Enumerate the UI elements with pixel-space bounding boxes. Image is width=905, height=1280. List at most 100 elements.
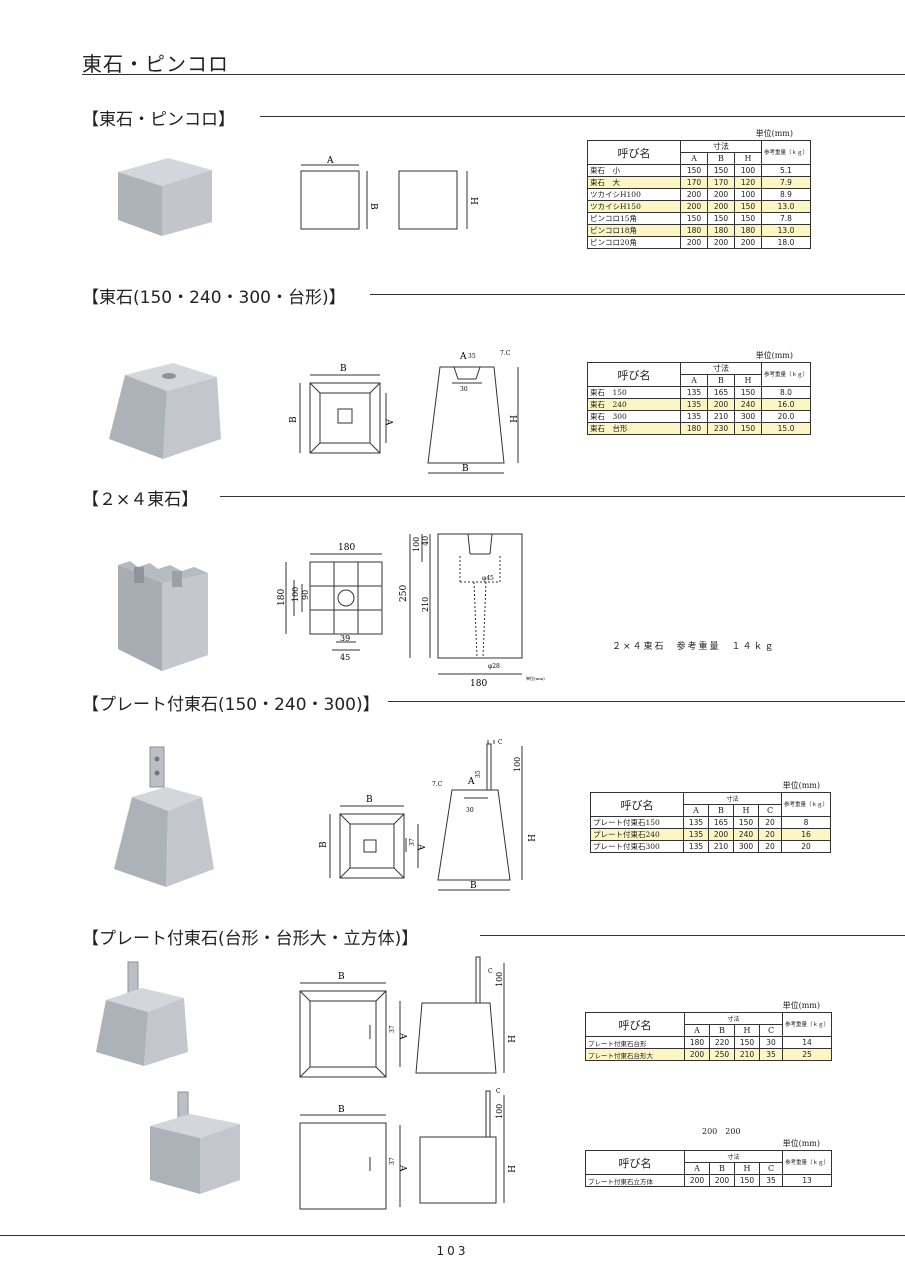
svg-text:B: B <box>470 881 477 891</box>
svg-text:37: 37 <box>389 1025 396 1033</box>
svg-text:C: C <box>496 1088 501 1095</box>
col-dim: 寸法 <box>680 140 762 153</box>
svg-text:B: B <box>319 841 329 848</box>
svg-text:A: A <box>383 418 393 426</box>
svg-text:180: 180 <box>470 679 487 689</box>
svg-text:37: 37 <box>389 1157 396 1165</box>
page-title: 東石・ピンコロ <box>82 52 229 76</box>
svg-text:B: B <box>338 972 345 982</box>
svg-text:250: 250 <box>399 585 409 602</box>
page-number: 103 <box>436 1244 469 1258</box>
section-title-plate-tsukaishi-shapes: 【プレート付東石(台形・台形大・立方体)】 <box>82 924 427 949</box>
svg-text:35: 35 <box>468 353 476 360</box>
section-title-plate-tsukaishi: 【プレート付東石(150・240・300)】 <box>82 690 388 715</box>
section-rule <box>260 116 905 117</box>
table-unit: 単位(mm) <box>782 1139 820 1148</box>
2x4-weight-note: ２×４東石 参考重量 １４ｋｇ <box>612 642 776 652</box>
section-rule <box>380 701 905 702</box>
svg-text:B: B <box>366 795 373 805</box>
svg-text:30: 30 <box>466 807 474 814</box>
stray-dimension-text: 200 200 <box>702 1127 741 1136</box>
svg-text:210: 210 <box>421 597 430 612</box>
svg-text:B: B <box>289 416 299 423</box>
svg-text:45: 45 <box>474 530 482 531</box>
svg-text:100: 100 <box>291 587 300 602</box>
section-title-tsukaishi-sizes: 【東石(150・240・300・台形)】 <box>82 283 354 308</box>
svg-text:φ45: φ45 <box>482 575 494 582</box>
dim-a: A <box>326 156 334 166</box>
svg-text:37: 37 <box>409 838 416 846</box>
section-title-tsukaishi-pinkoro: 【東石・ピンコロ】 <box>82 105 243 130</box>
section-title-2x4: 【２×４東石】 <box>82 485 207 510</box>
col-weight: 参考重量（ｋｇ） <box>760 140 812 165</box>
svg-text:7.C: 7.C <box>432 781 443 788</box>
table-unit: 単位(mm) <box>755 351 793 360</box>
svg-text:100: 100 <box>495 1104 504 1119</box>
plate-tsukaishi-photo <box>114 746 214 887</box>
col-name: 呼び名 <box>587 140 681 165</box>
plate-tsukaishi-trapezoid-photo <box>96 961 188 1066</box>
svg-text:A: A <box>397 1164 407 1172</box>
svg-text:100: 100 <box>495 972 504 987</box>
2x4-tsukaishi-photo <box>118 561 208 671</box>
svg-text:7.C: 7.C <box>500 350 511 357</box>
sec5-trapezoid-drawing: B A 37 C 100 H <box>299 956 515 1078</box>
table-unit: 単位(mm) <box>755 129 793 138</box>
table-unit: 単位(mm) <box>782 1001 820 1010</box>
svg-text:A: A <box>415 843 425 851</box>
plate-tsukaishi-cube-photo <box>150 1091 240 1194</box>
svg-text:B: B <box>338 1105 345 1115</box>
svg-text:C: C <box>498 739 503 746</box>
table-unit: 単位(mm) <box>782 781 820 790</box>
section-rule <box>370 294 905 295</box>
svg-text:A: A <box>397 1032 407 1040</box>
svg-text:H: H <box>505 1165 515 1173</box>
svg-text:30: 30 <box>460 386 468 393</box>
svg-text:100: 100 <box>513 757 522 772</box>
svg-text:C: C <box>488 968 493 975</box>
footer-rule <box>0 1235 905 1236</box>
svg-text:39: 39 <box>340 634 350 643</box>
svg-text:A: A <box>467 777 475 787</box>
svg-text:40: 40 <box>421 536 430 546</box>
dim-b: B <box>368 203 378 210</box>
svg-text:H: H <box>507 415 517 423</box>
svg-text:90: 90 <box>301 590 310 600</box>
svg-text:φ28: φ28 <box>488 663 500 670</box>
svg-text:B: B <box>340 364 347 374</box>
svg-text:B: B <box>462 464 469 474</box>
svg-text:H: H <box>505 1035 515 1043</box>
title-rule <box>82 74 905 75</box>
sec1-drawing: A B H <box>300 156 478 230</box>
sec5-cube-drawing: B A 37 C 100 H <box>299 1088 515 1210</box>
section-rule <box>480 935 905 936</box>
svg-text:100: 100 <box>412 537 421 552</box>
svg-text:180: 180 <box>277 589 287 606</box>
svg-text:35: 35 <box>475 770 482 778</box>
svg-text:単位(mm): 単位(mm) <box>526 675 545 681</box>
svg-text:A: A <box>459 352 467 362</box>
tsukaishi-trapezoid-photo <box>109 363 221 459</box>
svg-text:180: 180 <box>338 543 355 553</box>
svg-text:45: 45 <box>340 653 350 662</box>
